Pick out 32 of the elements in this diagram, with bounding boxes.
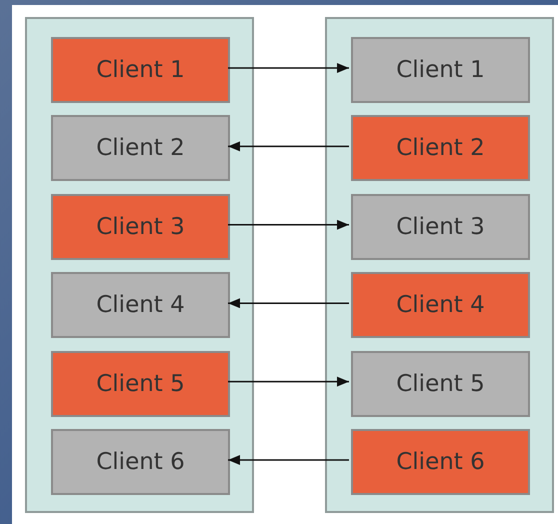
client-box — [51, 350, 230, 417]
arrow — [228, 63, 349, 73]
client-label: Client 4 — [96, 292, 185, 318]
client-label: Client 3 — [96, 214, 185, 240]
client-label: Client 1 — [96, 57, 185, 83]
arrow — [228, 298, 349, 308]
client-box — [51, 429, 230, 495]
client-label: Client 4 — [396, 292, 485, 318]
client-label: Client 3 — [396, 214, 485, 240]
arrow — [228, 220, 349, 230]
client-box — [51, 37, 230, 103]
arrow — [228, 141, 349, 152]
client-label: Client 2 — [396, 135, 485, 162]
client-label: Client 6 — [396, 449, 485, 475]
arrow — [228, 376, 349, 387]
client-box — [351, 350, 530, 417]
client-box — [351, 115, 530, 182]
client-box — [351, 37, 530, 103]
client-box — [351, 272, 530, 338]
group-panel — [25, 17, 254, 513]
client-label: Client 5 — [96, 370, 185, 397]
client-box — [351, 429, 530, 495]
arrow — [228, 455, 349, 465]
group-panel — [325, 17, 554, 513]
client-box — [51, 272, 230, 338]
client-label: Client 6 — [96, 449, 185, 475]
client-box — [51, 194, 230, 260]
client-box — [351, 194, 530, 260]
client-label: Client 5 — [396, 370, 485, 397]
client-box — [51, 115, 230, 182]
client-label: Client 2 — [96, 135, 185, 162]
client-label: Client 1 — [396, 57, 485, 83]
